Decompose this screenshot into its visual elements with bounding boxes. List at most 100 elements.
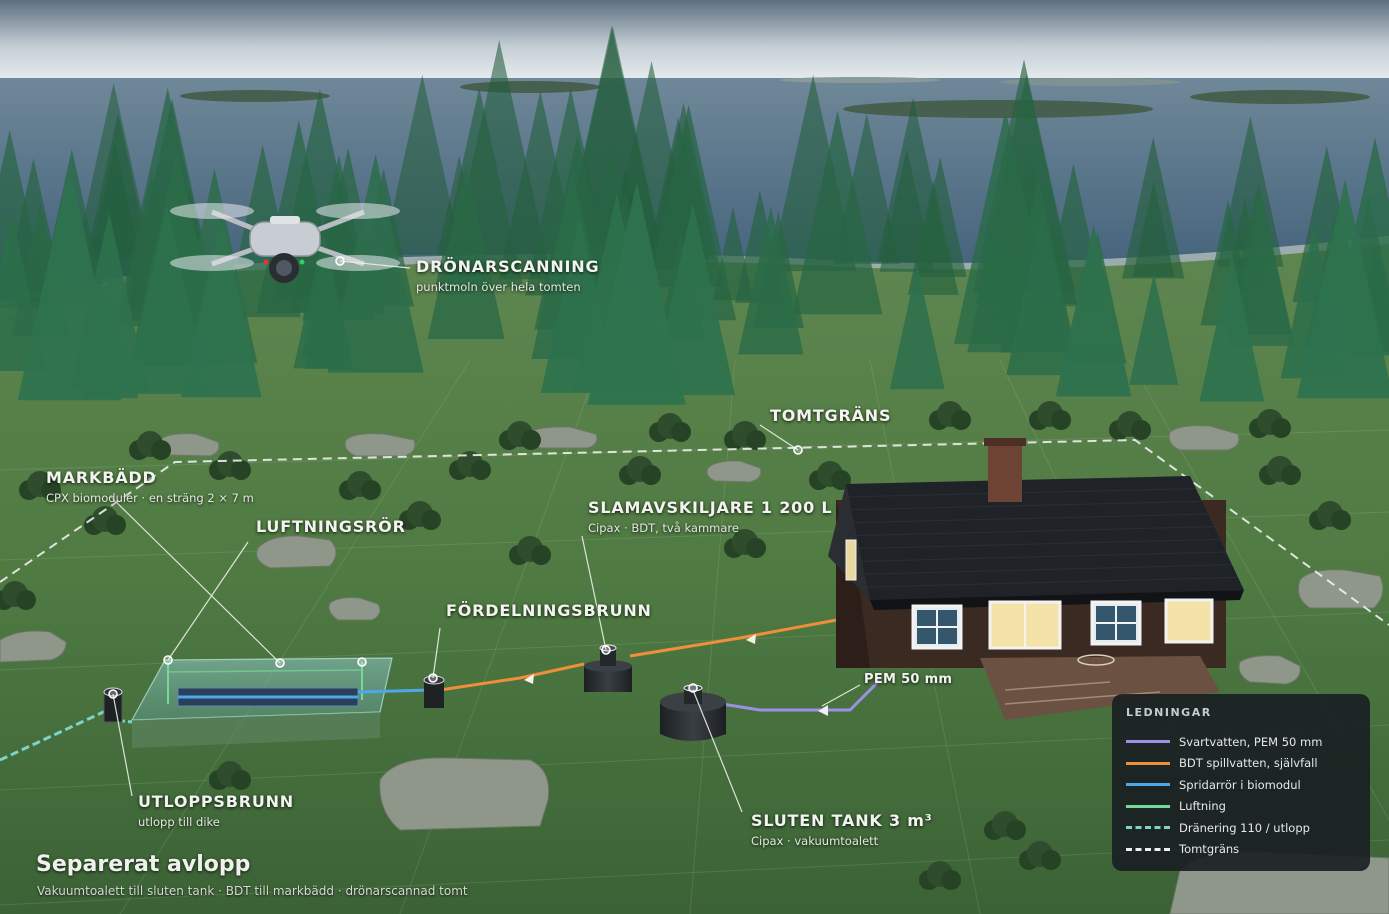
spruce-tree — [641, 104, 737, 321]
property-boundary — [0, 438, 1389, 626]
bush — [641, 465, 661, 485]
spruce-tree — [181, 214, 262, 398]
legend-item: Luftning — [1126, 796, 1356, 818]
bush — [1051, 410, 1071, 430]
outlet-well — [103, 687, 123, 723]
bush — [1131, 420, 1151, 440]
legend-items: Svartvatten, PEM 50 mm BDT spillvatten, s… — [1126, 731, 1356, 860]
drone — [170, 203, 400, 283]
callout-title: UTLOPPSBRUNN — [138, 792, 294, 811]
hose-reel — [1077, 654, 1115, 666]
bush — [471, 460, 491, 480]
spruce-tree — [125, 204, 209, 394]
bush — [941, 870, 961, 890]
callout-distribution-well: FÖRDELNINGSBRUNN — [446, 601, 652, 620]
legend-item: Dränering 110 / utlopp — [1126, 817, 1356, 839]
bush — [41, 480, 61, 500]
legend-swatch — [1126, 847, 1170, 851]
spruce-tree — [17, 164, 122, 401]
legend-label: Svartvatten, PEM 50 mm — [1179, 734, 1323, 749]
spruce-tree — [382, 74, 462, 255]
bush — [1006, 820, 1026, 840]
callout-subtitle: Cipax · vakuumtoalett — [751, 834, 879, 848]
callout-title: MARKBÄDD — [46, 468, 157, 487]
leader-lines — [109, 260, 861, 813]
bush — [231, 770, 251, 790]
bush — [106, 515, 126, 535]
legend-heading: LEDNINGAR — [1126, 706, 1212, 719]
legend-label: Tomtgräns — [1179, 842, 1240, 857]
spruce-tree — [1129, 273, 1179, 385]
legend-label: Dränering 110 / utlopp — [1179, 820, 1310, 835]
bush — [531, 545, 551, 565]
callout-title: SLAMAVSKILJARE 1 200 L — [588, 498, 833, 517]
callout-title: SLUTEN TANK 3 m³ — [751, 811, 933, 830]
spruce-tree — [587, 181, 686, 405]
callout-property-boundary: TOMTGRÄNS — [770, 406, 891, 425]
roof-shingles — [848, 488, 1239, 588]
sky — [0, 0, 1389, 80]
callout-vent-pipe: LUFTNINGSRÖR — [256, 517, 406, 536]
bush — [746, 430, 766, 450]
spruce-tree — [1296, 179, 1389, 399]
spruce-tree — [738, 205, 804, 355]
bush — [521, 430, 541, 450]
bdt-pipe — [439, 614, 859, 692]
callout-title: DRÖNARSCANNING — [416, 257, 600, 276]
spruce-tree — [1006, 209, 1079, 376]
callout-title: FÖRDELNINGSBRUNN — [446, 601, 652, 620]
bush — [151, 440, 171, 460]
legend-item: Svartvatten, PEM 50 mm — [1126, 731, 1356, 753]
legend-swatch — [1126, 804, 1170, 808]
legend-swatch — [1126, 783, 1170, 787]
soil-bed — [130, 657, 431, 748]
callout-subtitle: CPX biomoduler · en sträng 2 × 7 m — [46, 491, 254, 505]
blackwater-pipe — [721, 678, 882, 712]
spruce-tree — [427, 163, 505, 340]
bush — [1281, 465, 1301, 485]
bush — [746, 538, 766, 558]
legend-label: BDT spillvatten, självfall — [1179, 756, 1318, 771]
forest — [0, 25, 1389, 405]
spruce-tree — [1199, 254, 1265, 402]
bush — [361, 480, 381, 500]
page-subtitle: Vakuumtoalett till sluten tank · BDT til… — [37, 884, 468, 898]
callout-soil-bed: MARKBÄDD CPX biomoduler · en sträng 2 × … — [46, 468, 254, 505]
drainage-line — [0, 706, 113, 762]
callout-holding-tank: SLUTEN TANK 3 m³ Cipax · vakuumtoalett — [751, 811, 933, 848]
page-title: Separerat avlopp — [36, 852, 251, 877]
spruce-tree — [792, 110, 883, 315]
callout-drone-scanning: DRÖNARSCANNING punktmoln över hela tomte… — [416, 257, 599, 294]
bush — [1331, 510, 1351, 530]
spruce-tree — [889, 264, 945, 390]
spruce-tree — [1055, 224, 1132, 397]
spruce-tree — [540, 217, 618, 394]
house — [828, 438, 1244, 720]
bush — [16, 590, 36, 610]
legend-label: Luftning — [1179, 799, 1226, 814]
callout-subtitle: Cipax · BDT, två kammare — [588, 521, 739, 535]
bush — [231, 460, 251, 480]
bush — [671, 422, 691, 442]
callout-outlet-well: UTLOPPSBRUNN utlopp till dike — [138, 792, 294, 829]
islands — [180, 77, 1370, 118]
callout-septic-tank: SLAMAVSKILJARE 1 200 L Cipax · BDT, två … — [588, 498, 832, 535]
callout-title: TOMTGRÄNS — [770, 406, 892, 425]
distribution-well — [423, 675, 445, 708]
legend-swatch — [1126, 826, 1170, 830]
legend-item: BDT spillvatten, självfall — [1126, 753, 1356, 775]
bush — [421, 510, 441, 530]
bush — [951, 410, 971, 430]
callout-subtitle: punktmoln över hela tomten — [416, 280, 581, 294]
pipe-legend: LEDNINGAR Svartvatten, PEM 50 mm BDT spil… — [1112, 694, 1370, 871]
bush — [1271, 418, 1291, 438]
bushes — [0, 401, 1351, 890]
bush — [1041, 850, 1061, 870]
callout-title: PEM 50 mm — [864, 672, 953, 687]
spruce-tree — [1227, 196, 1294, 346]
legend-swatch — [1126, 761, 1170, 765]
leader-markers — [108, 256, 803, 699]
spruce-tree — [907, 179, 959, 295]
callout-title: LUFTNINGSRÖR — [256, 517, 406, 536]
